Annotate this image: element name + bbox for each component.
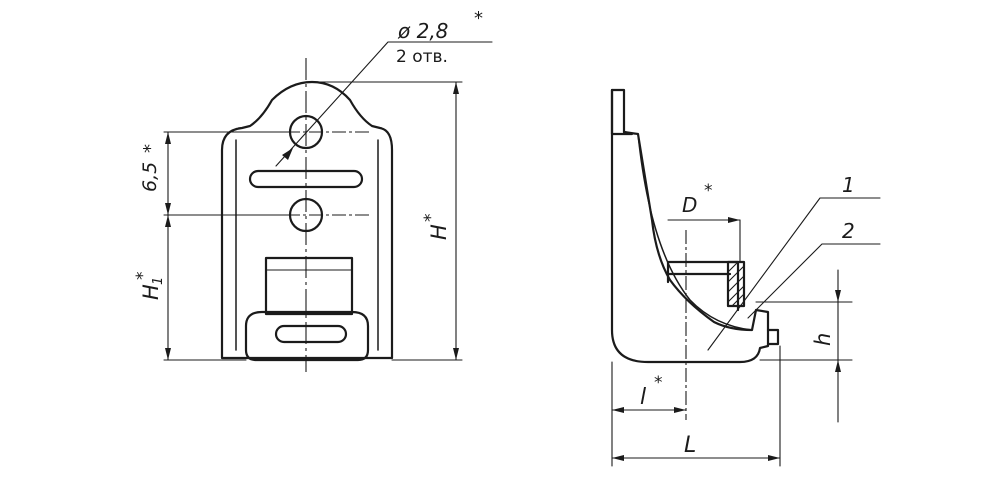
dim-h1-arrow-top: [165, 215, 171, 227]
dim-h1-star: *: [133, 272, 153, 281]
hole-callout-star: *: [474, 8, 483, 29]
latch-block: [264, 256, 354, 316]
dim-h1-arrow-bottom: [165, 348, 171, 360]
leader-2-label: 2: [842, 219, 855, 243]
dim-h-label: H: [427, 224, 451, 240]
hole-callout-leader: [275, 41, 493, 167]
dim-h-small-arrow-bottom: [835, 360, 841, 372]
dim-l-total-arrow-right: [768, 455, 780, 461]
dim-l-small-arrow-right: [674, 407, 686, 413]
hole-callout-count: 2 отв.: [396, 47, 448, 67]
dim-l-total-arrow-left: [612, 455, 624, 461]
front-inner-contour: [235, 139, 379, 351]
dim-spacing-label: 6,5: [139, 162, 161, 192]
hole-callout-diameter: ø 2,8: [397, 19, 448, 43]
dim-h-arrow-bottom: [453, 348, 459, 360]
hole-callout-arrow: [282, 148, 293, 160]
side-plate: [610, 88, 634, 136]
front-view: ø 2,8 * 2 отв. 6,5 * H 1 * H *: [133, 8, 493, 372]
dim-h-small-arrow-top: [835, 290, 841, 302]
side-body: [610, 88, 770, 364]
dim-spacing-arrow-top: [165, 132, 171, 144]
dim-d-star: *: [704, 181, 713, 201]
front-extension-lines: [163, 81, 463, 361]
leader-1-line: [707, 197, 881, 351]
dim-d-arrow: [728, 217, 740, 223]
leader-2-line: [747, 243, 881, 319]
side-extension-lines: [611, 219, 853, 467]
side-front-face: [637, 133, 753, 331]
lower-slot: [274, 324, 348, 344]
dim-h1-subscript: 1: [151, 277, 166, 285]
dim-h-arrow-top: [453, 82, 459, 94]
side-hatching: [727, 261, 745, 307]
dim-l-total-label: L: [684, 433, 696, 458]
dim-spacing-arrow-bottom: [165, 203, 171, 215]
dim-spacing-star: *: [140, 144, 161, 153]
dim-l-small-star: *: [654, 373, 663, 393]
leader-1-label: 1: [842, 173, 855, 197]
dim-l-small-arrow-left: [612, 407, 624, 413]
dim-d-label: D: [682, 193, 697, 217]
dim-h-small-label: h: [811, 333, 835, 346]
bottom-lug: [244, 310, 370, 362]
dim-l-small-label: l: [640, 385, 646, 410]
dim-h-star: *: [421, 214, 441, 223]
dim-h1-label: H: [139, 284, 163, 300]
side-view: D * 1 2 h l * L: [610, 88, 881, 467]
side-foot: [766, 328, 780, 346]
